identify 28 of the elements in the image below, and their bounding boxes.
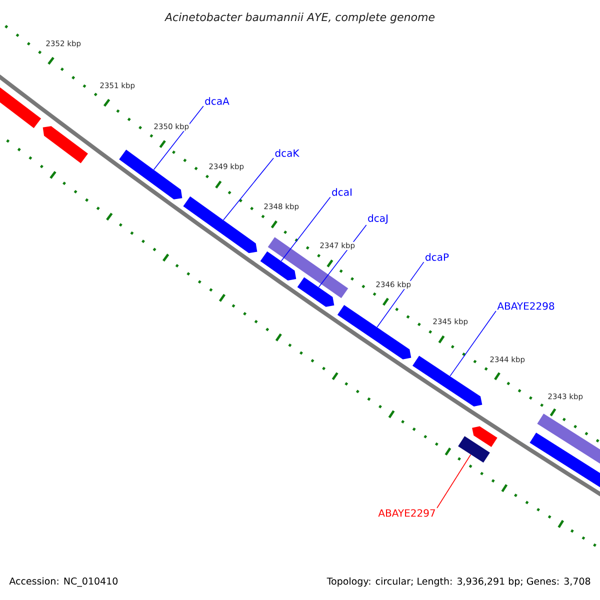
leader-line (280, 196, 331, 262)
gene-block (458, 436, 490, 463)
gene-block (337, 304, 412, 360)
accession-text: Accession: NC_010410 (9, 577, 118, 587)
gene-block (183, 196, 258, 254)
gene-label: ABAYE2298 (497, 302, 554, 310)
gene-block (260, 251, 296, 280)
leader-line (450, 310, 496, 376)
gene-block (530, 432, 600, 490)
gene-block (42, 126, 88, 164)
leader-line (318, 224, 367, 288)
gene-block (119, 150, 182, 200)
gene-label: dcaP (426, 253, 449, 261)
gene-block (297, 277, 334, 307)
leader-line (376, 262, 424, 328)
genome-summary-text: Topology: circular; Length: 3,936,291 bp; Genes: 3,708 (326, 577, 590, 587)
gene-block (472, 426, 498, 447)
leader-line (223, 158, 274, 220)
gene-label: dcaK (275, 149, 300, 157)
gene-label: dcaA (205, 97, 230, 105)
leader-line (436, 454, 472, 508)
leader-line (153, 106, 204, 170)
gene-label: dcaI (332, 188, 352, 196)
title: Acinetobacter baumannii AYE, complete genome (164, 12, 435, 24)
gene-label: dcaJ (368, 214, 388, 224)
gene-label: ABAYE2297 (378, 509, 435, 517)
gene-block (0, 85, 42, 128)
gene-block (412, 356, 482, 406)
